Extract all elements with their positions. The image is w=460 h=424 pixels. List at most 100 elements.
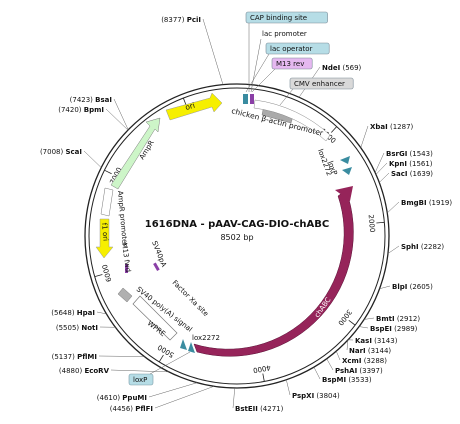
site-position: (2989) xyxy=(394,325,418,333)
top-feature-label: lac promoter xyxy=(262,30,307,38)
site-position: (3804) xyxy=(316,392,340,400)
site-name: EcoRV xyxy=(84,367,109,375)
top-feature-label: M13 rev xyxy=(276,60,304,68)
site-position: (569) xyxy=(342,64,361,72)
restriction-site-label: (4610) PpuMI xyxy=(97,394,147,402)
site-leader-line xyxy=(96,311,107,315)
restriction-site-label: XbaI (1287) xyxy=(370,123,414,131)
tick-label: 3000 xyxy=(336,308,353,327)
site-position: (4271) xyxy=(260,405,284,413)
site-position: (5137) xyxy=(52,353,76,361)
tick-mark xyxy=(94,274,103,278)
site-position: (3288) xyxy=(364,357,388,365)
site-leader-line xyxy=(387,245,400,254)
site-position: (1287) xyxy=(390,123,414,131)
top-feature-label: CMV enhancer xyxy=(294,80,345,88)
restriction-site-label: KasI (3143) xyxy=(355,337,398,345)
backbone-outer xyxy=(84,83,390,389)
site-position: (5505) xyxy=(56,324,80,332)
site-leader-line xyxy=(110,369,169,373)
restriction-site-label: SacI (1639) xyxy=(391,170,433,178)
site-leader-line xyxy=(148,382,198,398)
site-name: BspEI xyxy=(370,325,392,333)
restriction-site-label: BmgBI (1919) xyxy=(401,199,452,207)
restriction-site-label: XcmI (3288) xyxy=(342,357,387,365)
top-feature-leader xyxy=(245,53,270,93)
restriction-site-label: BmtI (2912) xyxy=(376,315,420,323)
restriction-site-label: (8377) PciI xyxy=(161,16,201,24)
site-name: BmtI xyxy=(376,315,395,323)
restriction-site-label: NdeI (569) xyxy=(322,64,362,72)
site-name: NarI xyxy=(349,347,366,355)
chabc-arrowhead xyxy=(335,186,353,201)
ampr-feature xyxy=(110,117,161,190)
site-position: (7008) xyxy=(40,148,64,156)
site-position: (2912) xyxy=(397,315,421,323)
top-feature-leader xyxy=(251,68,276,93)
site-position: (2605) xyxy=(410,283,434,291)
site-name: XcmI xyxy=(342,357,361,365)
site-leader-line xyxy=(379,172,390,183)
site-name: KasI xyxy=(355,337,372,345)
site-name: ScaI xyxy=(65,148,82,156)
site-position: (4610) xyxy=(97,394,121,402)
restriction-site-label: (5648) HpaI xyxy=(51,309,95,317)
site-name: PpuMI xyxy=(122,394,147,402)
lox2272-a-feature xyxy=(340,156,350,164)
site-leader-line xyxy=(379,285,391,289)
site-leader-line xyxy=(202,18,224,85)
loxp-b-feature xyxy=(188,342,195,353)
m13-fwd-mark xyxy=(125,264,128,273)
top-feature-leader xyxy=(250,38,262,93)
site-name: PspXI xyxy=(292,392,314,400)
site-leader-line xyxy=(364,317,375,320)
ampr-promoter-label: AmpR promoter xyxy=(116,190,129,246)
tick-label: 2000 xyxy=(367,214,377,232)
tick-mark xyxy=(104,169,112,175)
m13-fwd-label: M13 fwd xyxy=(120,242,132,273)
site-position: (7423) xyxy=(70,96,94,104)
map-length: 8502 bp xyxy=(220,233,253,242)
site-name: KpnI xyxy=(389,160,407,168)
site-name: SphI xyxy=(401,243,419,251)
site-position: (2282) xyxy=(421,243,445,251)
site-leader-line xyxy=(359,326,369,329)
site-name: HpaI xyxy=(77,309,95,317)
factor-xa-label: Factor Xa site xyxy=(171,279,210,318)
restriction-site-label: KpnI (1561) xyxy=(389,160,433,168)
lox2272-b-feature xyxy=(180,339,187,350)
f1-ori-feature xyxy=(95,218,114,259)
site-leader-line xyxy=(387,201,400,214)
site-leader-line xyxy=(83,150,102,168)
loxp-b-label: loxP xyxy=(133,376,147,384)
top-feature-label: CAP binding site xyxy=(250,14,307,22)
site-position: (1639) xyxy=(410,170,434,178)
restriction-site-label: BlpI (2605) xyxy=(392,283,433,291)
restriction-site-label: BspEI (2989) xyxy=(370,325,418,333)
site-leader-line xyxy=(113,98,129,130)
restriction-site-label: NarI (3144) xyxy=(349,347,391,355)
site-leader-line xyxy=(326,358,334,371)
restriction-site-label: (4456) PflFI xyxy=(110,405,153,413)
site-name: PflMI xyxy=(77,353,97,361)
site-name: NdeI xyxy=(322,64,340,72)
restriction-site-label: PspXI (3804) xyxy=(292,392,340,400)
tick-mark xyxy=(262,373,265,382)
site-position: (8377) xyxy=(161,16,185,24)
top-feature-box xyxy=(289,77,354,90)
tick-label: 5000 xyxy=(156,343,175,359)
top-feature-box xyxy=(258,28,322,39)
top-feature-box xyxy=(271,57,313,70)
map-title: 1616DNA - pAAV-CAG-DIO-chABC xyxy=(145,219,330,230)
tick-mark xyxy=(158,354,164,363)
site-name: BspMI xyxy=(322,376,346,384)
site-leader-line xyxy=(98,355,145,357)
site-name: PshAI xyxy=(335,367,357,375)
loxp-a-feature xyxy=(342,167,352,175)
ori-top-feature xyxy=(165,92,223,121)
site-leader-line xyxy=(346,339,349,351)
site-name: BpmI xyxy=(84,106,104,114)
restriction-site-label: (7420) BpmI xyxy=(58,106,104,114)
sv40-ori-label: SV40pA xyxy=(150,240,168,269)
tick-label: 6000 xyxy=(101,263,114,282)
